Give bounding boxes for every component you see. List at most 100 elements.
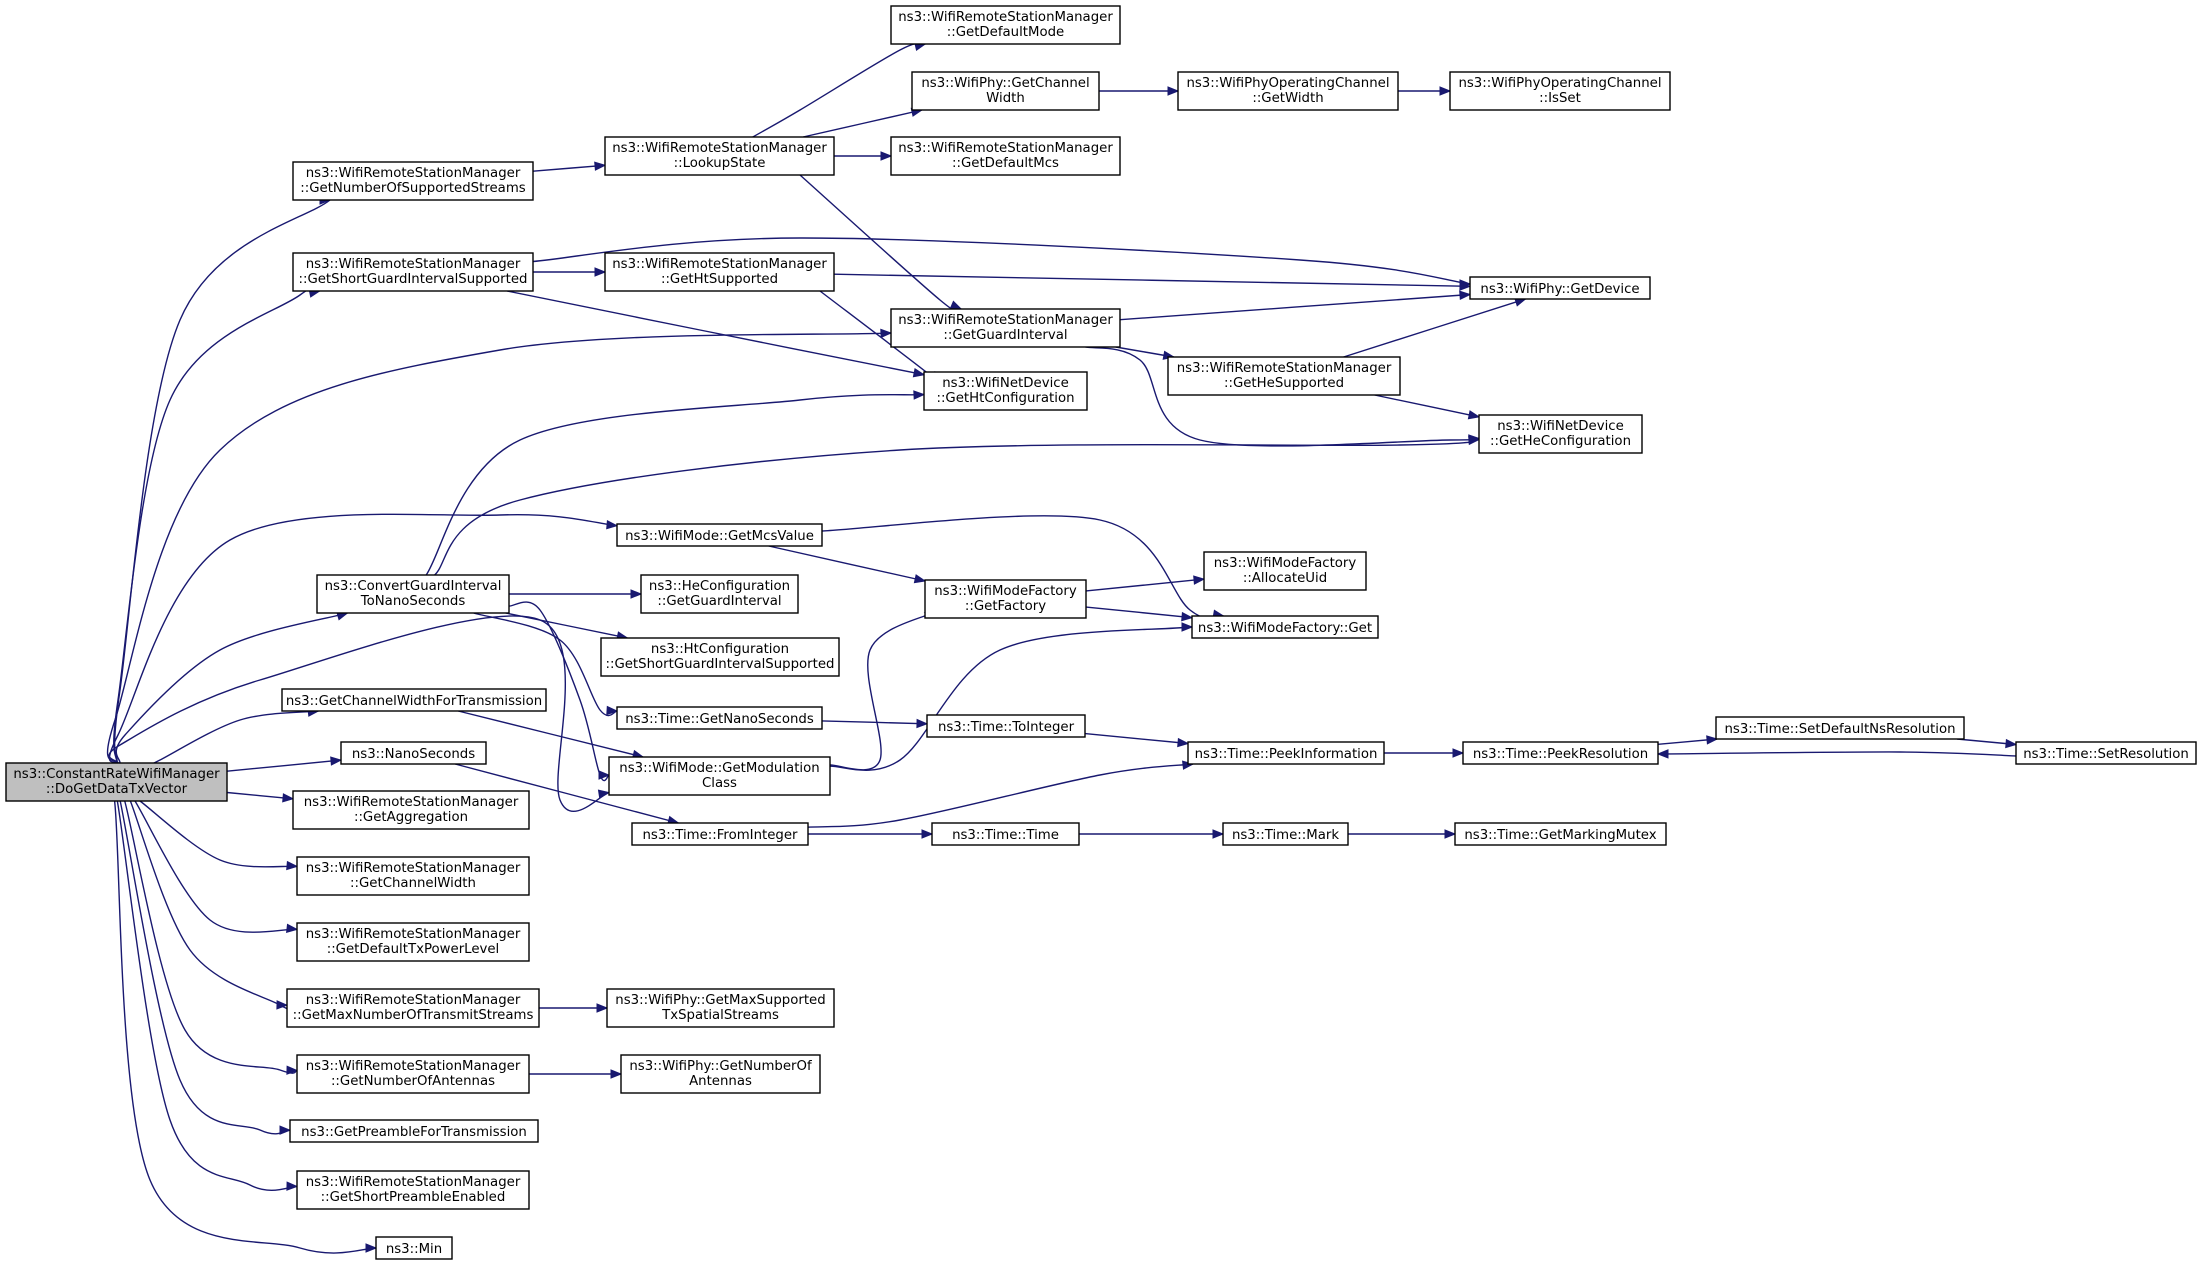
node-maxsts[interactable]: ns3::WifiPhy::GetMaxSupportedTxSpatialSt…: [606, 988, 835, 1028]
node-opcw[interactable]: ns3::WifiPhyOperatingChannel::GetWidth: [1177, 71, 1399, 111]
edge-ttime-to-mark: [1078, 829, 1225, 839]
node-label-line: ns3::WifiRemoteStationManager: [306, 166, 521, 181]
node-ghes[interactable]: ns3::WifiRemoteStationManager::GetHeSupp…: [1167, 356, 1401, 396]
node-gmnts[interactable]: ns3::WifiRemoteStationManager::GetMaxNum…: [286, 988, 540, 1028]
arrowhead-icon: [610, 1069, 623, 1079]
node-gnss[interactable]: ns3::WifiRemoteStationManager::GetNumber…: [292, 161, 534, 201]
node-getdev[interactable]: ns3::WifiPhy::GetDevice: [1469, 276, 1651, 300]
node-opset[interactable]: ns3::WifiPhyOperatingChannel::IsSet: [1449, 71, 1671, 111]
node-nethec[interactable]: ns3::WifiNetDevice::GetHeConfiguration: [1478, 414, 1643, 454]
node-label-line: ns3::HtConfiguration: [651, 642, 789, 657]
node-gcwt[interactable]: ns3::GetChannelWidthForTransmission: [281, 688, 547, 712]
node-box: [1478, 414, 1643, 454]
edge-root-to-ns: [226, 756, 343, 772]
edge-gsgis-to-nethtc: [506, 290, 926, 378]
edge-line: [454, 763, 679, 824]
edge-line: [1084, 732, 1189, 745]
node-alloc[interactable]: ns3::WifiModeFactory::AllocateUid: [1203, 551, 1367, 591]
node-ghts[interactable]: ns3::WifiRemoteStationManager::GetHtSupp…: [604, 252, 835, 292]
node-box: [1167, 356, 1401, 396]
node-label-line: ns3::Time::ToInteger: [938, 720, 1075, 735]
node-factory[interactable]: ns3::WifiModeFactory::GetFactory: [924, 579, 1087, 619]
edge-line: [1119, 293, 1471, 321]
node-label-line: ns3::WifiRemoteStationManager: [1177, 361, 1392, 376]
node-phynoa[interactable]: ns3::WifiPhy::GetNumberOfAntennas: [620, 1054, 821, 1094]
node-ggi[interactable]: ns3::WifiRemoteStationManager::GetGuardI…: [890, 308, 1121, 348]
node-mcsval[interactable]: ns3::WifiMode::GetMcsValue: [616, 523, 823, 547]
arrowhead-icon: [949, 300, 963, 310]
node-box: [608, 756, 831, 796]
node-min[interactable]: ns3::Min: [375, 1236, 453, 1260]
node-box: [616, 523, 823, 547]
edge-line: [829, 607, 943, 771]
node-nethtc[interactable]: ns3::WifiNetDevice::GetHtConfiguration: [923, 371, 1088, 411]
node-phycw[interactable]: ns3::WifiPhy::GetChannelWidth: [911, 71, 1100, 111]
node-gnoa[interactable]: ns3::WifiRemoteStationManager::GetNumber…: [296, 1054, 530, 1094]
node-label-line: ns3::WifiRemoteStationManager: [304, 795, 519, 810]
edge-gmnts-to-maxsts: [539, 1003, 609, 1013]
node-label-line: ns3::WifiMode::GetMcsValue: [625, 529, 814, 544]
node-label-line: ::GetDefaultMode: [947, 25, 1064, 40]
node-label-line: Antennas: [689, 1074, 752, 1089]
edge-modclass-to-factory: [829, 606, 943, 771]
edge-root-to-gcwt: [151, 707, 320, 765]
node-ns[interactable]: ns3::NanoSeconds: [340, 741, 487, 765]
node-lookup[interactable]: ns3::WifiRemoteStationManager::LookupSta…: [604, 136, 835, 176]
node-toint[interactable]: ns3::Time::ToInteger: [926, 714, 1086, 738]
node-label-line: ns3::WifiModeFactory::Get: [1198, 621, 1372, 636]
node-box: [924, 579, 1087, 619]
arrowhead-icon: [279, 1125, 292, 1135]
edge-ghes-to-getdev: [1343, 297, 1527, 358]
node-setdef[interactable]: ns3::Time::SetDefaultNsResolution: [1715, 716, 1965, 740]
node-label-line: ns3::Time::SetDefaultNsResolution: [1724, 722, 1955, 737]
node-label-line: ns3::WifiRemoteStationManager: [306, 257, 521, 272]
arrowhead-icon: [2005, 738, 2018, 749]
node-htcsgis[interactable]: ns3::HtConfiguration::GetShortGuardInter…: [600, 637, 840, 677]
arrowhead-icon: [276, 1000, 289, 1010]
edge-line: [821, 720, 928, 725]
edge-line: [133, 795, 298, 868]
edge-tgns-to-toint: [821, 718, 929, 729]
arrowhead-icon: [286, 1065, 299, 1075]
node-mutex[interactable]: ns3::Time::GetMarkingMutex: [1454, 822, 1667, 846]
node-label-line: ::GetGuardInterval: [657, 594, 781, 609]
node-setres[interactable]: ns3::Time::SetResolution: [2015, 741, 2197, 765]
node-label-line: ns3::WifiPhyOperatingChannel: [1186, 76, 1389, 91]
edge-line: [768, 545, 926, 582]
node-box: [600, 637, 840, 677]
node-label-line: ::GetNumberOfAntennas: [331, 1074, 495, 1089]
edge-factory-to-fget: [1085, 606, 1194, 622]
node-peekres[interactable]: ns3::Time::PeekResolution: [1462, 741, 1659, 765]
node-label-line: ns3::WifiModeFactory: [1214, 556, 1357, 571]
node-box: [1222, 822, 1349, 846]
edge-ghts-to-getdev: [833, 273, 1472, 291]
node-gdmcs[interactable]: ns3::WifiRemoteStationManager::GetDefaul…: [890, 136, 1121, 176]
node-fromint[interactable]: ns3::Time::FromInteger: [631, 822, 809, 846]
edge-line: [108, 615, 610, 813]
node-label-line: ns3::WifiNetDevice: [942, 376, 1069, 391]
node-label-line: ns3::WifiPhy::GetDevice: [1480, 282, 1639, 297]
edge-line: [1085, 606, 1193, 619]
node-gagg[interactable]: ns3::WifiRemoteStationManager::GetAggreg…: [292, 790, 530, 830]
edge-line: [1085, 578, 1205, 592]
node-gdtpl[interactable]: ns3::WifiRemoteStationManager::GetDefaul…: [296, 922, 530, 962]
node-label-line: ::GetAggregation: [354, 810, 468, 825]
node-box: [2015, 741, 2197, 765]
node-ttime[interactable]: ns3::Time::Time: [931, 822, 1080, 846]
node-hecgi[interactable]: ns3::HeConfiguration::GetGuardInterval: [640, 574, 799, 614]
node-mark[interactable]: ns3::Time::Mark: [1222, 822, 1349, 846]
node-fget[interactable]: ns3::WifiModeFactory::Get: [1191, 615, 1379, 639]
edge-fromint-to-ttime: [807, 829, 934, 839]
node-gsgis[interactable]: ns3::WifiRemoteStationManager::GetShortG…: [292, 252, 534, 292]
node-gdmode[interactable]: ns3::WifiRemoteStationManager::GetDefaul…: [890, 5, 1121, 45]
node-label-line: ns3::NanoSeconds: [352, 747, 475, 762]
node-root[interactable]: ns3::ConstantRateWifiManager::DoGetDataT…: [5, 762, 228, 802]
node-tgns[interactable]: ns3::Time::GetNanoSeconds: [616, 706, 823, 730]
node-label-line: ::LookupState: [674, 156, 766, 171]
node-peekinfo[interactable]: ns3::Time::PeekInformation: [1187, 741, 1385, 765]
node-gcw[interactable]: ns3::WifiRemoteStationManager::GetChanne…: [296, 856, 530, 896]
node-gspe[interactable]: ns3::WifiRemoteStationManager::GetShortP…: [296, 1170, 530, 1210]
node-gpft[interactable]: ns3::GetPreambleForTransmission: [289, 1119, 539, 1143]
